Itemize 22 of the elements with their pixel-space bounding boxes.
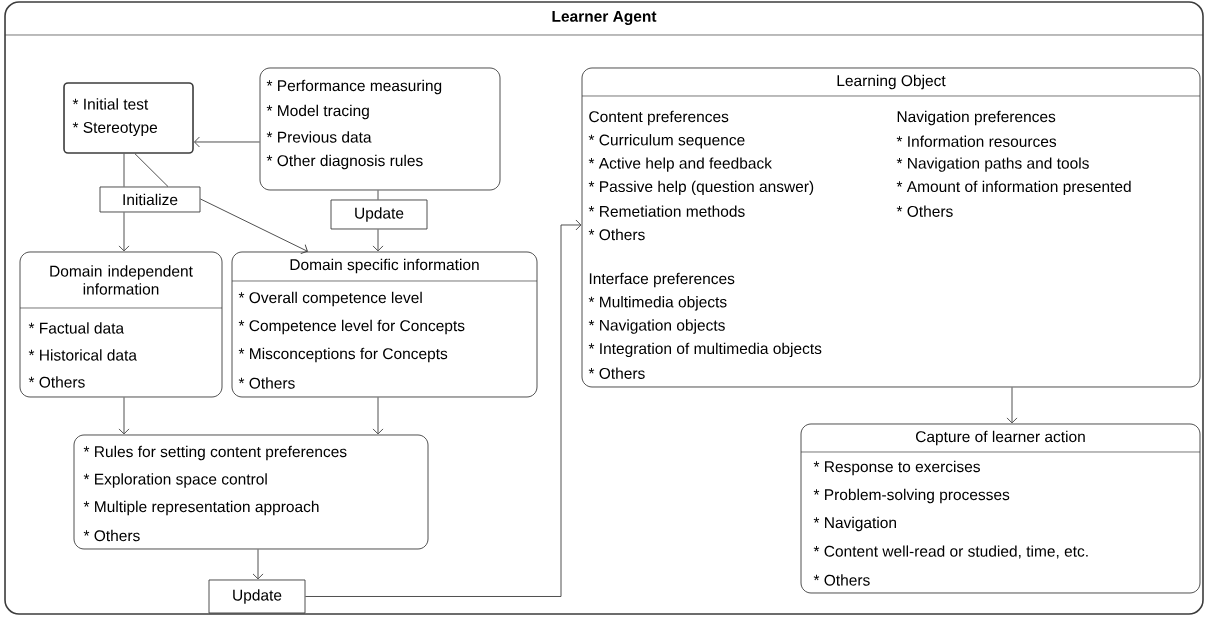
label-box: Initialize xyxy=(99,186,201,213)
rounded-box: Domain specific information * Overall competence level * Competence level for Concepts * Misconceptions for Concepts * Others xyxy=(231,251,538,398)
arrow xyxy=(200,198,308,254)
rounded-box: * Rules for setting content preferences * Exploration space control * Multiple representation approach * Others xyxy=(73,434,429,550)
connector-line xyxy=(377,190,379,200)
connector-line xyxy=(123,153,125,187)
label-box: Update xyxy=(208,579,306,614)
arrow xyxy=(252,549,264,580)
arrow xyxy=(372,397,384,435)
arrow xyxy=(118,397,130,435)
arrow xyxy=(118,212,130,252)
rounded-box: Capture of learner action * Response to exercises * Problem-solving processes * Navigation * Content well-read or studied, time, etc. * Others xyxy=(800,423,1201,594)
arrow xyxy=(305,219,582,597)
rounded-box: * Performance measuring * Model tracing * Previous data * Other diagnosis rules xyxy=(259,67,501,191)
label-box: Update xyxy=(330,199,428,230)
rounded-box: Learning Object Content preferences * Curriculum sequence * Active help and feedback * Passive help (question answer) * Remetiation methods * Others Interface preferences * Multimedia objects * Navigation objects * Integration of multimedia objects * Others Navigation preferences * Information resources * Navigation paths and tools * Amount of information presented * Others xyxy=(581,67,1201,388)
connector-line xyxy=(134,153,169,187)
arrow xyxy=(372,229,384,252)
arrow xyxy=(194,136,260,148)
rounded-box: * Initial test * Stereotype xyxy=(63,82,194,154)
rounded-box: Domain independent information * Factual data * Historical data * Others xyxy=(19,251,223,398)
arrow xyxy=(1006,387,1018,424)
